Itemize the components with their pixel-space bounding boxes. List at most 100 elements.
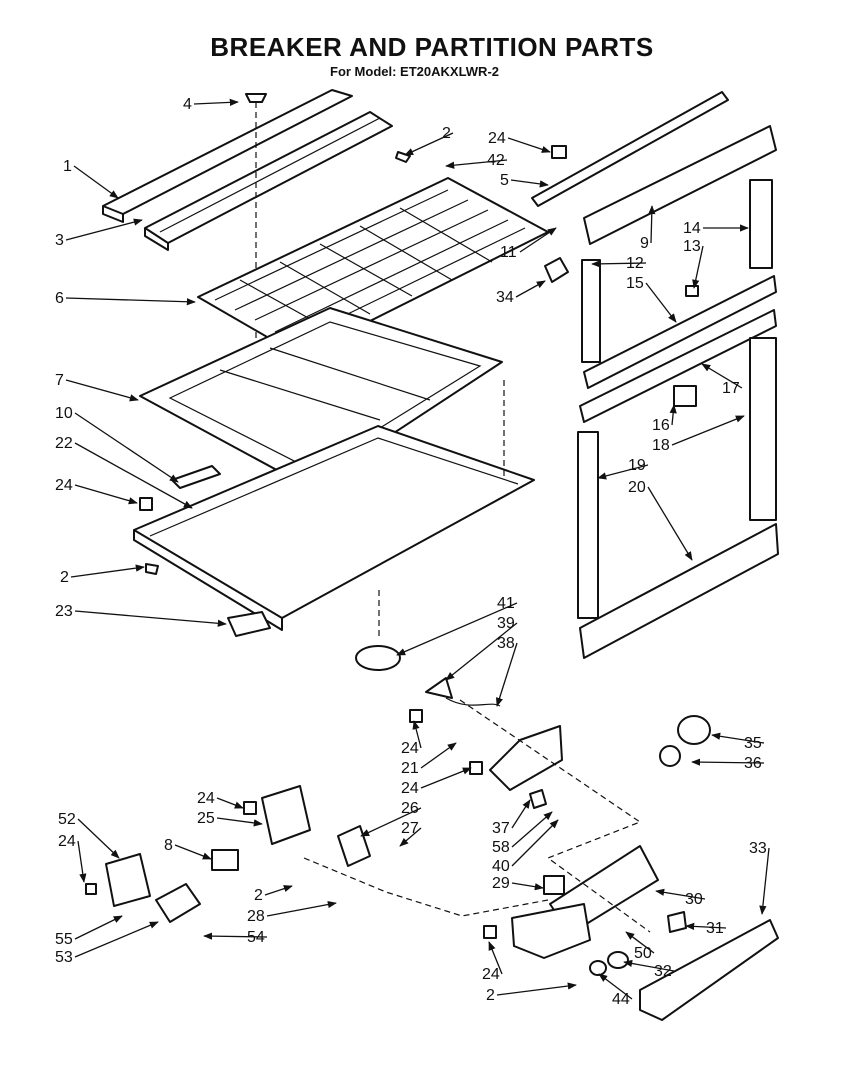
callout-leader-c5 [510, 179, 549, 188]
partition-frame-inner [168, 321, 482, 471]
callout-label-c20: 20 [628, 479, 646, 496]
knob-part-32 [607, 951, 629, 969]
knob-part-44 [589, 960, 607, 976]
pad-part-10 [171, 465, 221, 489]
bottom-tray-edge [149, 437, 535, 619]
callout-leader-c53 [74, 921, 159, 958]
trim-part-15 [583, 275, 777, 389]
callout-leader-c38 [496, 642, 518, 707]
callout-leader-c55 [74, 915, 123, 940]
callout-leader-c40 [511, 819, 559, 867]
callout-leader-c31 [685, 922, 727, 931]
screw-part-4 [245, 93, 267, 103]
callout-label-c31: 31 [706, 920, 724, 937]
button-part-29 [543, 875, 565, 895]
grommet-part-41 [355, 645, 401, 671]
callout-leader-c32 [623, 959, 675, 972]
callout-leader-c9 [648, 205, 656, 244]
callout-leader-c10 [74, 412, 179, 483]
callout-leader-c39 [445, 622, 518, 681]
callout-label-c4a: 4 [183, 96, 192, 113]
callout-leader-c24c [412, 720, 422, 749]
callout-label-c23: 23 [55, 603, 73, 620]
screw-part-2-left [145, 563, 159, 575]
partition-frame [139, 307, 503, 489]
callout-leader-c42 [445, 159, 508, 169]
callout-leader-c24a [507, 137, 551, 153]
callout-leader-c25 [216, 817, 263, 827]
model-subtitle: For Model: ET20AKXLWR-2 [330, 64, 500, 79]
callout-leader-c2a [404, 132, 454, 156]
callout-leader-c24f [216, 797, 244, 809]
callout-leader-c37 [511, 799, 531, 829]
knob-part-31 [667, 911, 687, 933]
callout-label-c24e: 24 [58, 833, 76, 850]
control-housing [489, 725, 563, 791]
callout-label-c39: 39 [497, 615, 515, 632]
kickplate-part-33 [639, 919, 779, 1021]
callout-label-c24b: 24 [55, 477, 73, 494]
callout-label-c44: 44 [612, 991, 630, 1008]
callout-leader-c41 [396, 602, 518, 656]
wire-part-38 [445, 697, 501, 707]
callout-label-c27: 27 [401, 820, 419, 837]
callout-leader-c33 [759, 847, 770, 915]
connector-part-8 [211, 849, 239, 871]
plug-part-37 [529, 789, 547, 809]
trim-part-19 [577, 431, 599, 619]
callout-leader-c24g [488, 941, 503, 975]
callout-label-c53: 53 [55, 949, 73, 966]
breaker-bar-top [102, 89, 353, 223]
callout-leader-c16 [669, 404, 677, 426]
callout-label-c13: 13 [683, 238, 701, 255]
clip-part-24-top [551, 145, 567, 159]
partition-grille-grid [214, 189, 526, 343]
callout-label-c24f: 24 [197, 790, 215, 807]
callout-label-c14: 14 [683, 220, 701, 237]
callout-leader-c12 [591, 260, 647, 268]
socket-part-36 [659, 745, 681, 767]
callout-label-c2c: 2 [254, 887, 263, 904]
callout-label-c37: 37 [492, 820, 510, 837]
callout-leader-c13 [692, 245, 704, 289]
callout-label-c36: 36 [744, 755, 762, 772]
callout-leader-c29 [511, 882, 544, 891]
cover-strip-part-5 [531, 91, 729, 207]
callout-label-c26: 26 [401, 800, 419, 817]
sensor-part-39 [425, 677, 453, 699]
callout-leader-c58 [511, 811, 553, 848]
callout-leader-c2d [496, 982, 577, 996]
callout-leader-c35 [711, 732, 765, 744]
trim-part-14 [749, 179, 773, 269]
callout-leader-c11 [519, 227, 557, 253]
callout-label-c35: 35 [744, 735, 762, 752]
callout-leader-c24d [420, 767, 472, 789]
callout-leader-c28 [266, 900, 337, 917]
breaker-channel [144, 111, 393, 251]
callout-label-c2b: 2 [60, 569, 69, 586]
callout-label-c25: 25 [197, 810, 215, 827]
callout-label-c21: 21 [401, 760, 419, 777]
trim-part-12 [581, 259, 601, 363]
callout-leader-c44 [598, 973, 633, 1000]
callout-leader-c3 [65, 218, 143, 241]
callout-leader-c18 [671, 415, 745, 446]
callout-label-c11: 11 [500, 244, 517, 261]
callout-leader-c1 [73, 165, 119, 199]
callout-leader-c23 [74, 610, 227, 627]
callout-leader-c7 [65, 379, 139, 402]
callout-label-c29: 29 [492, 875, 510, 892]
callout-leader-c19 [597, 464, 649, 480]
callout-label-c55: 55 [55, 931, 73, 948]
callout-leader-c17 [701, 363, 743, 389]
clip-part-16 [673, 385, 697, 407]
callout-leader-c54 [203, 932, 268, 940]
clip-part-24-lower [85, 883, 97, 895]
callout-label-c16: 16 [652, 417, 670, 434]
trim-part-17 [579, 309, 777, 423]
callout-label-c6: 6 [55, 290, 64, 307]
clip-part-24-bracket [243, 801, 257, 815]
callout-label-c30: 30 [685, 891, 703, 908]
trim-part-20 [579, 523, 779, 659]
callout-label-c24d: 24 [401, 780, 419, 797]
